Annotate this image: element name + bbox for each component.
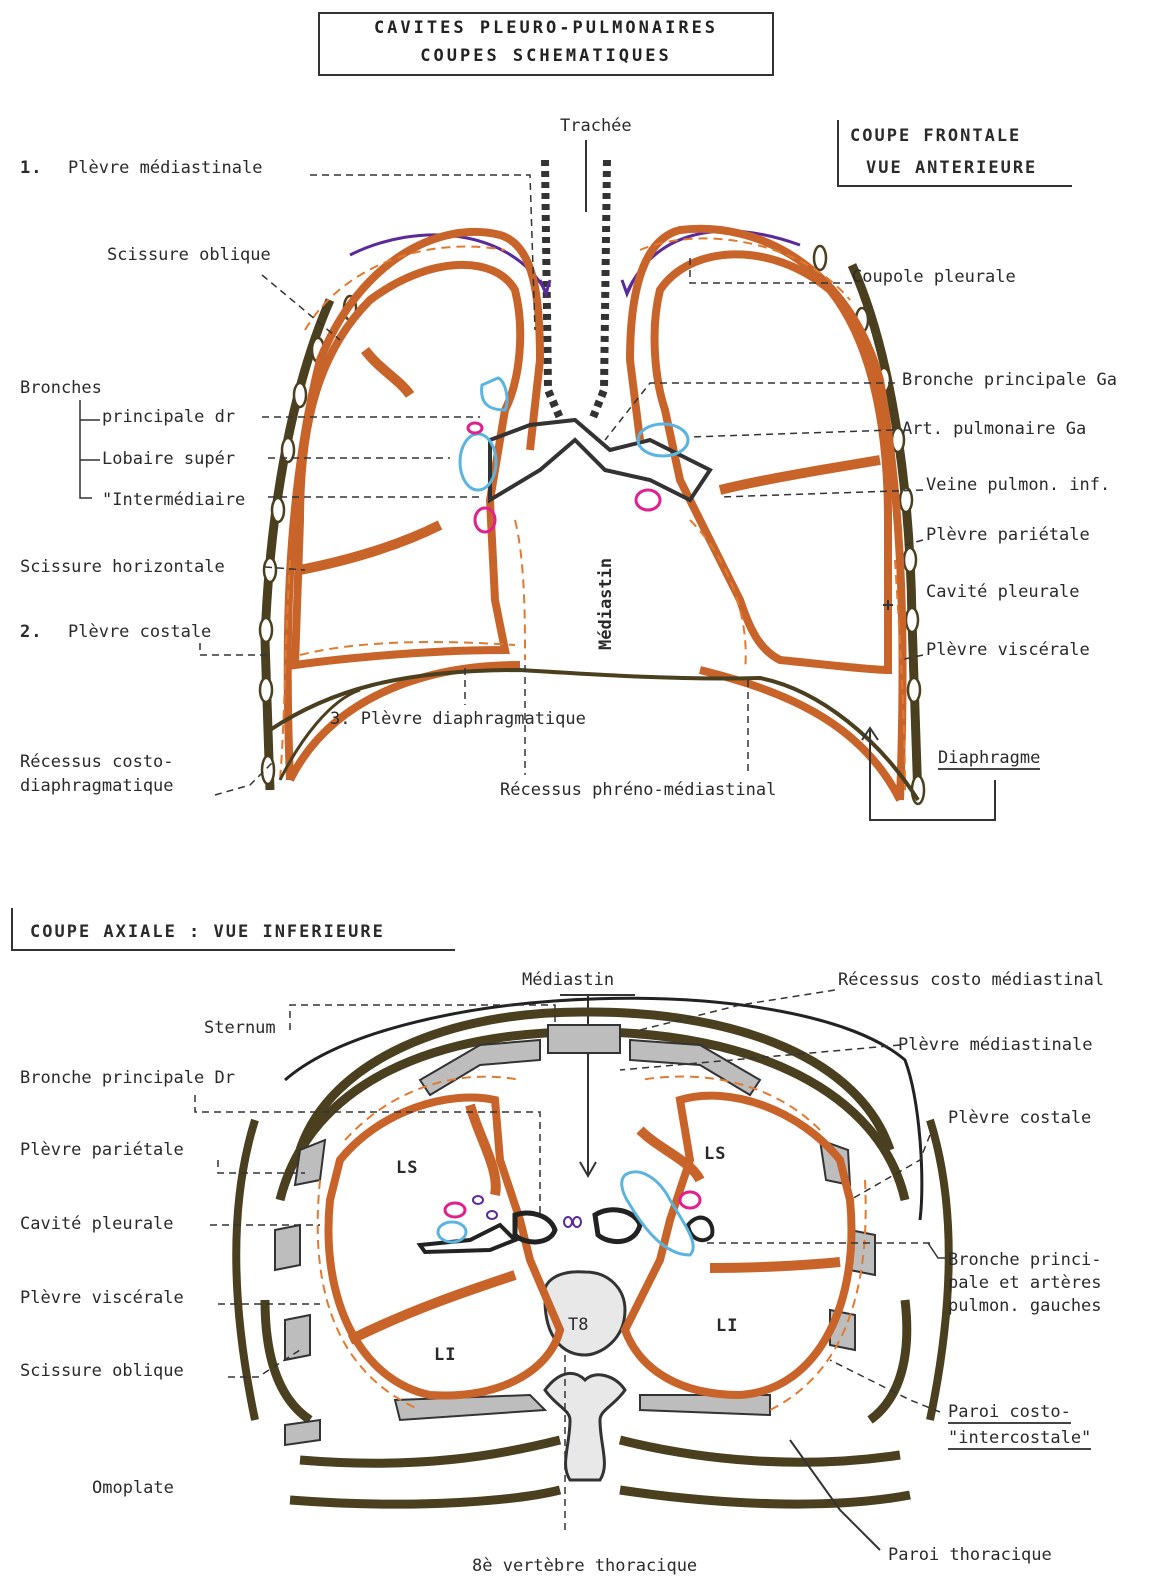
- label-paroi-costo-1: Paroi costo-: [948, 1402, 1071, 1424]
- label-trachee: Trachée: [560, 116, 632, 136]
- label-recessus-costo-2: diaphragmatique: [20, 776, 174, 796]
- label-bronche-princi-2: pale et artères: [948, 1273, 1102, 1293]
- label-recessus-phreno: Récessus phréno-médiastinal: [500, 780, 776, 800]
- label-mediastin-axial: Médiastin: [522, 970, 614, 990]
- label-sternum: Sternum: [204, 1018, 276, 1038]
- label-intermediaire: "Intermédiaire: [102, 490, 245, 510]
- label-paroi-costo-2: "intercostale": [948, 1428, 1091, 1450]
- frontal-heading-2: VUE ANTERIEURE: [866, 158, 1037, 178]
- label-bronche-principale-ga: Bronche principale Ga: [902, 370, 1117, 390]
- label-plevre-viscerale-axial: Plèvre viscérale: [20, 1288, 184, 1308]
- label-t8: T8: [568, 1315, 588, 1335]
- label-omoplate: Omoplate: [92, 1478, 174, 1498]
- label-paroi-thoracique: Paroi thoracique: [888, 1545, 1052, 1565]
- label-number-1: 1.: [20, 158, 42, 178]
- label-plevre-costale: Plèvre costale: [68, 622, 211, 642]
- label-ls-right: LS: [704, 1144, 726, 1164]
- label-plevre-diaphragmatique: 3. Plèvre diaphragmatique: [330, 709, 586, 729]
- label-plevre-parietale-axial: Plèvre pariétale: [20, 1140, 184, 1160]
- label-bronche-principale-dr: Bronche principale Dr: [20, 1068, 235, 1088]
- label-number-2: 2.: [20, 622, 42, 642]
- axial-heading: COUPE AXIALE : VUE INFERIEURE: [30, 922, 385, 942]
- label-bronche-princi-1: Bronche princi-: [948, 1250, 1102, 1270]
- label-bronche-princi-3: pulmon. gauches: [948, 1296, 1102, 1316]
- label-scissure-oblique: Scissure oblique: [107, 245, 271, 265]
- label-cavite-pleurale-frontal: Cavité pleurale: [926, 582, 1080, 602]
- label-plevre-costale-axial: Plèvre costale: [948, 1108, 1091, 1128]
- label-cavite-pleurale-axial: Cavité pleurale: [20, 1214, 174, 1234]
- label-veine-pulmon: Veine pulmon. inf.: [926, 475, 1110, 495]
- label-scissure-horizontale: Scissure horizontale: [20, 557, 225, 577]
- label-lobaire-super: Lobaire supér: [102, 449, 235, 469]
- label-principale-dr: principale dr: [102, 407, 235, 427]
- label-plevre-mediastinale-axial: Plèvre médiastinale: [898, 1035, 1092, 1055]
- label-recessus-costo-mediastinal: Récessus costo médiastinal: [838, 970, 1104, 990]
- label-scissure-oblique-axial: Scissure oblique: [20, 1361, 184, 1381]
- label-plevre-viscerale-frontal: Plèvre viscérale: [926, 640, 1090, 660]
- label-ls-left: LS: [396, 1158, 418, 1178]
- label-plevre-parietale-frontal: Plèvre pariétale: [926, 525, 1090, 545]
- label-li-right: LI: [716, 1316, 738, 1336]
- frontal-heading-1: COUPE FRONTALE: [850, 126, 1021, 146]
- label-coupole-pleurale: Coupole pleurale: [852, 267, 1016, 287]
- label-diaphragme: Diaphragme: [938, 748, 1040, 770]
- label-vertebre-thoracique: 8è vertèbre thoracique: [472, 1556, 697, 1576]
- label-art-pulmonaire-ga: Art. pulmonaire Ga: [902, 419, 1086, 439]
- label-recessus-costo-1: Récessus costo-: [20, 752, 174, 772]
- label-plevre-mediastinale: Plèvre médiastinale: [68, 158, 262, 178]
- label-li-left: LI: [434, 1345, 456, 1365]
- label-mediastin-frontal: Médiastin: [596, 558, 616, 650]
- label-bronches: Bronches: [20, 378, 102, 398]
